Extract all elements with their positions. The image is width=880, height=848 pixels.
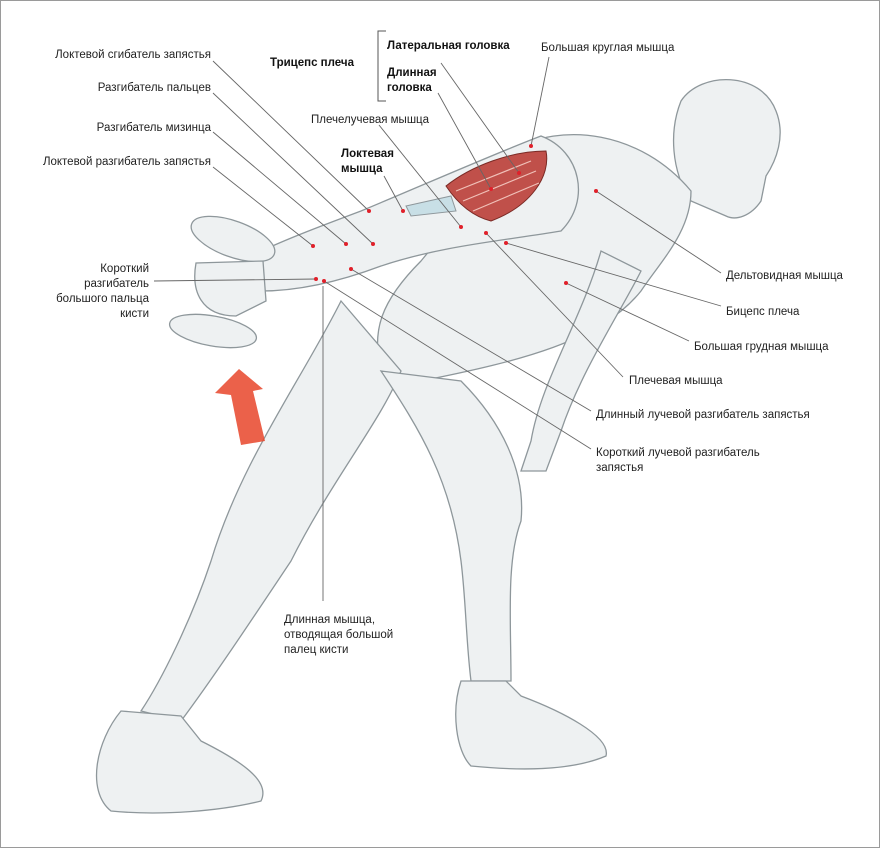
- front-leg: [379, 370, 523, 682]
- label-brachialis: Плечевая мышца: [629, 375, 723, 387]
- label-line: мышца: [341, 163, 383, 175]
- triceps-bracket: [377, 30, 386, 102]
- label-line: головка: [387, 82, 432, 94]
- dumbbell-bottom-plate: [168, 313, 258, 349]
- label-line: разгибатель: [84, 278, 149, 290]
- support-arm: [520, 250, 642, 472]
- label-brachioradialis: Плечелучевая мышца: [311, 114, 430, 126]
- label-line: Короткий: [100, 263, 149, 275]
- label-extensor-digitorum: Разгибатель пальцев: [97, 82, 211, 94]
- movement-arrow-icon: [215, 369, 265, 445]
- back-shoe: [95, 710, 264, 814]
- label-line: палец кисти: [284, 644, 349, 656]
- label-extensor-pollicis-brevis: Короткий разгибатель большого пальца кисти: [56, 262, 149, 322]
- hand: [194, 260, 267, 317]
- label-long-head: Длинная головка: [387, 66, 437, 96]
- front-shoe: [455, 680, 607, 770]
- dumbbell-top-plate: [190, 215, 276, 263]
- label-line: большого пальца: [56, 293, 149, 305]
- label-line: Длинная мышца,: [284, 614, 376, 626]
- label-ecr-longus: Длинный лучевой разгибатель запястья: [596, 409, 810, 421]
- label-anconeus: Локтевая мышца: [341, 147, 394, 177]
- label-line: Длинная: [387, 67, 437, 79]
- label-biceps: Бицепс плеча: [726, 306, 800, 318]
- label-flexor-carpi-ulnaris: Локтевой сгибатель запястья: [55, 49, 211, 61]
- label-teres-major: Большая круглая мышца: [541, 42, 675, 54]
- label-extensor-digiti-minimi: Разгибатель мизинца: [96, 122, 211, 134]
- label-line: кисти: [120, 308, 149, 320]
- label-line: Короткий лучевой разгибатель: [596, 447, 760, 459]
- label-line: Локтевая: [341, 148, 394, 160]
- back-leg: [139, 299, 402, 722]
- label-abductor-pollicis-longus: Длинная мышца, отводящая большой палец кис…: [284, 613, 393, 658]
- label-deltoid: Дельтовидная мышца: [726, 270, 843, 282]
- label-ecr-brevis: Короткий лучевой разгибатель запястья: [596, 446, 760, 476]
- label-extensor-carpi-ulnaris: Локтевой разгибатель запястья: [42, 156, 211, 168]
- label-triceps: Трицепс плеча: [270, 57, 354, 69]
- torso: [376, 134, 692, 382]
- label-line: запястья: [596, 462, 644, 474]
- triceps-muscle: [405, 150, 548, 222]
- leader-lines: [153, 56, 722, 601]
- head: [673, 79, 781, 219]
- label-line: отводящая большой: [284, 629, 394, 641]
- muscle-markers: [311, 144, 598, 285]
- label-pectoralis-major: Большая грудная мышца: [694, 341, 829, 353]
- label-lateral-head: Латеральная головка: [387, 40, 510, 52]
